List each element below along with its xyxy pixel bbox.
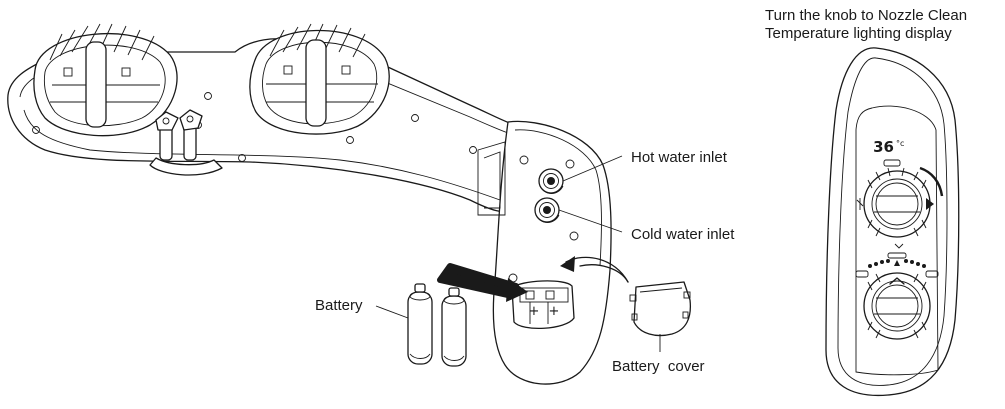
nozzle-icon	[894, 243, 904, 249]
battery-cover-part	[629, 281, 692, 337]
nozzle-valves	[149, 109, 223, 176]
temperature-knob-icon[interactable]	[863, 166, 944, 238]
hot-water-inlet-fitting	[538, 168, 564, 194]
battery-terminal-right-polarity: +	[549, 304, 560, 319]
cold-water-inlet-fitting	[534, 197, 560, 223]
battery-cover-label: Battery cover	[612, 358, 705, 375]
level-indicator-dots	[868, 259, 926, 268]
caption-nozzle-clean: Turn the knob to Nozzle Clean	[765, 7, 968, 24]
temperature-unit: °c	[896, 139, 904, 148]
control-panel: 36 °c	[825, 47, 960, 397]
battery-terminal-left-polarity: +	[529, 304, 540, 319]
leader-lines	[375, 155, 661, 352]
right-mount-cup	[249, 23, 390, 135]
temperature-readout: 36	[873, 138, 894, 156]
battery-label: Battery	[315, 297, 363, 314]
battery-left-icon	[407, 283, 433, 365]
flow-knob-icon[interactable]	[863, 272, 931, 340]
hot-water-inlet-label: Hot water inlet	[631, 149, 727, 166]
left-mount-cup	[33, 23, 178, 137]
battery-insert-arrowhead-icon	[506, 278, 528, 302]
nozzle-clean-icon	[856, 198, 864, 210]
caption-temperature-display: Temperature lighting display	[765, 25, 952, 42]
battery-right-icon	[441, 287, 467, 367]
bidet-body: + +	[7, 23, 612, 385]
cold-water-inlet-label: Cold water inlet	[631, 226, 735, 243]
cover-close-arrow-icon	[560, 256, 629, 283]
